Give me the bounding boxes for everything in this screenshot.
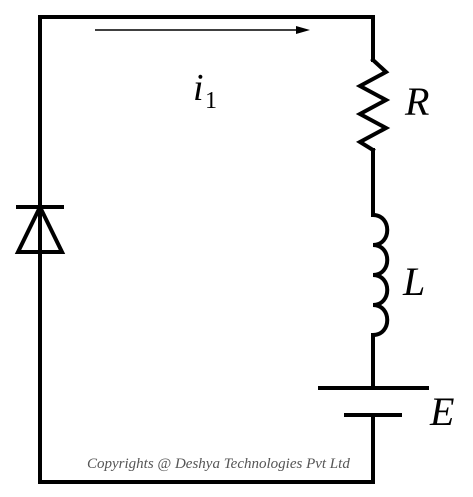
diode-icon [14, 202, 66, 254]
source-label: E [429, 389, 454, 434]
battery-icon [318, 386, 429, 417]
resistor-label: R [404, 79, 429, 124]
inductor-icon [370, 212, 390, 338]
current-label: i [193, 67, 204, 109]
inductor-label: L [402, 259, 425, 304]
current-subscript: 1 [205, 88, 217, 114]
copyright-watermark: Copyrights @ Deshya Technologies Pvt Ltd [87, 456, 350, 472]
resistor-icon [355, 57, 391, 153]
current-arrow-icon [95, 26, 310, 34]
